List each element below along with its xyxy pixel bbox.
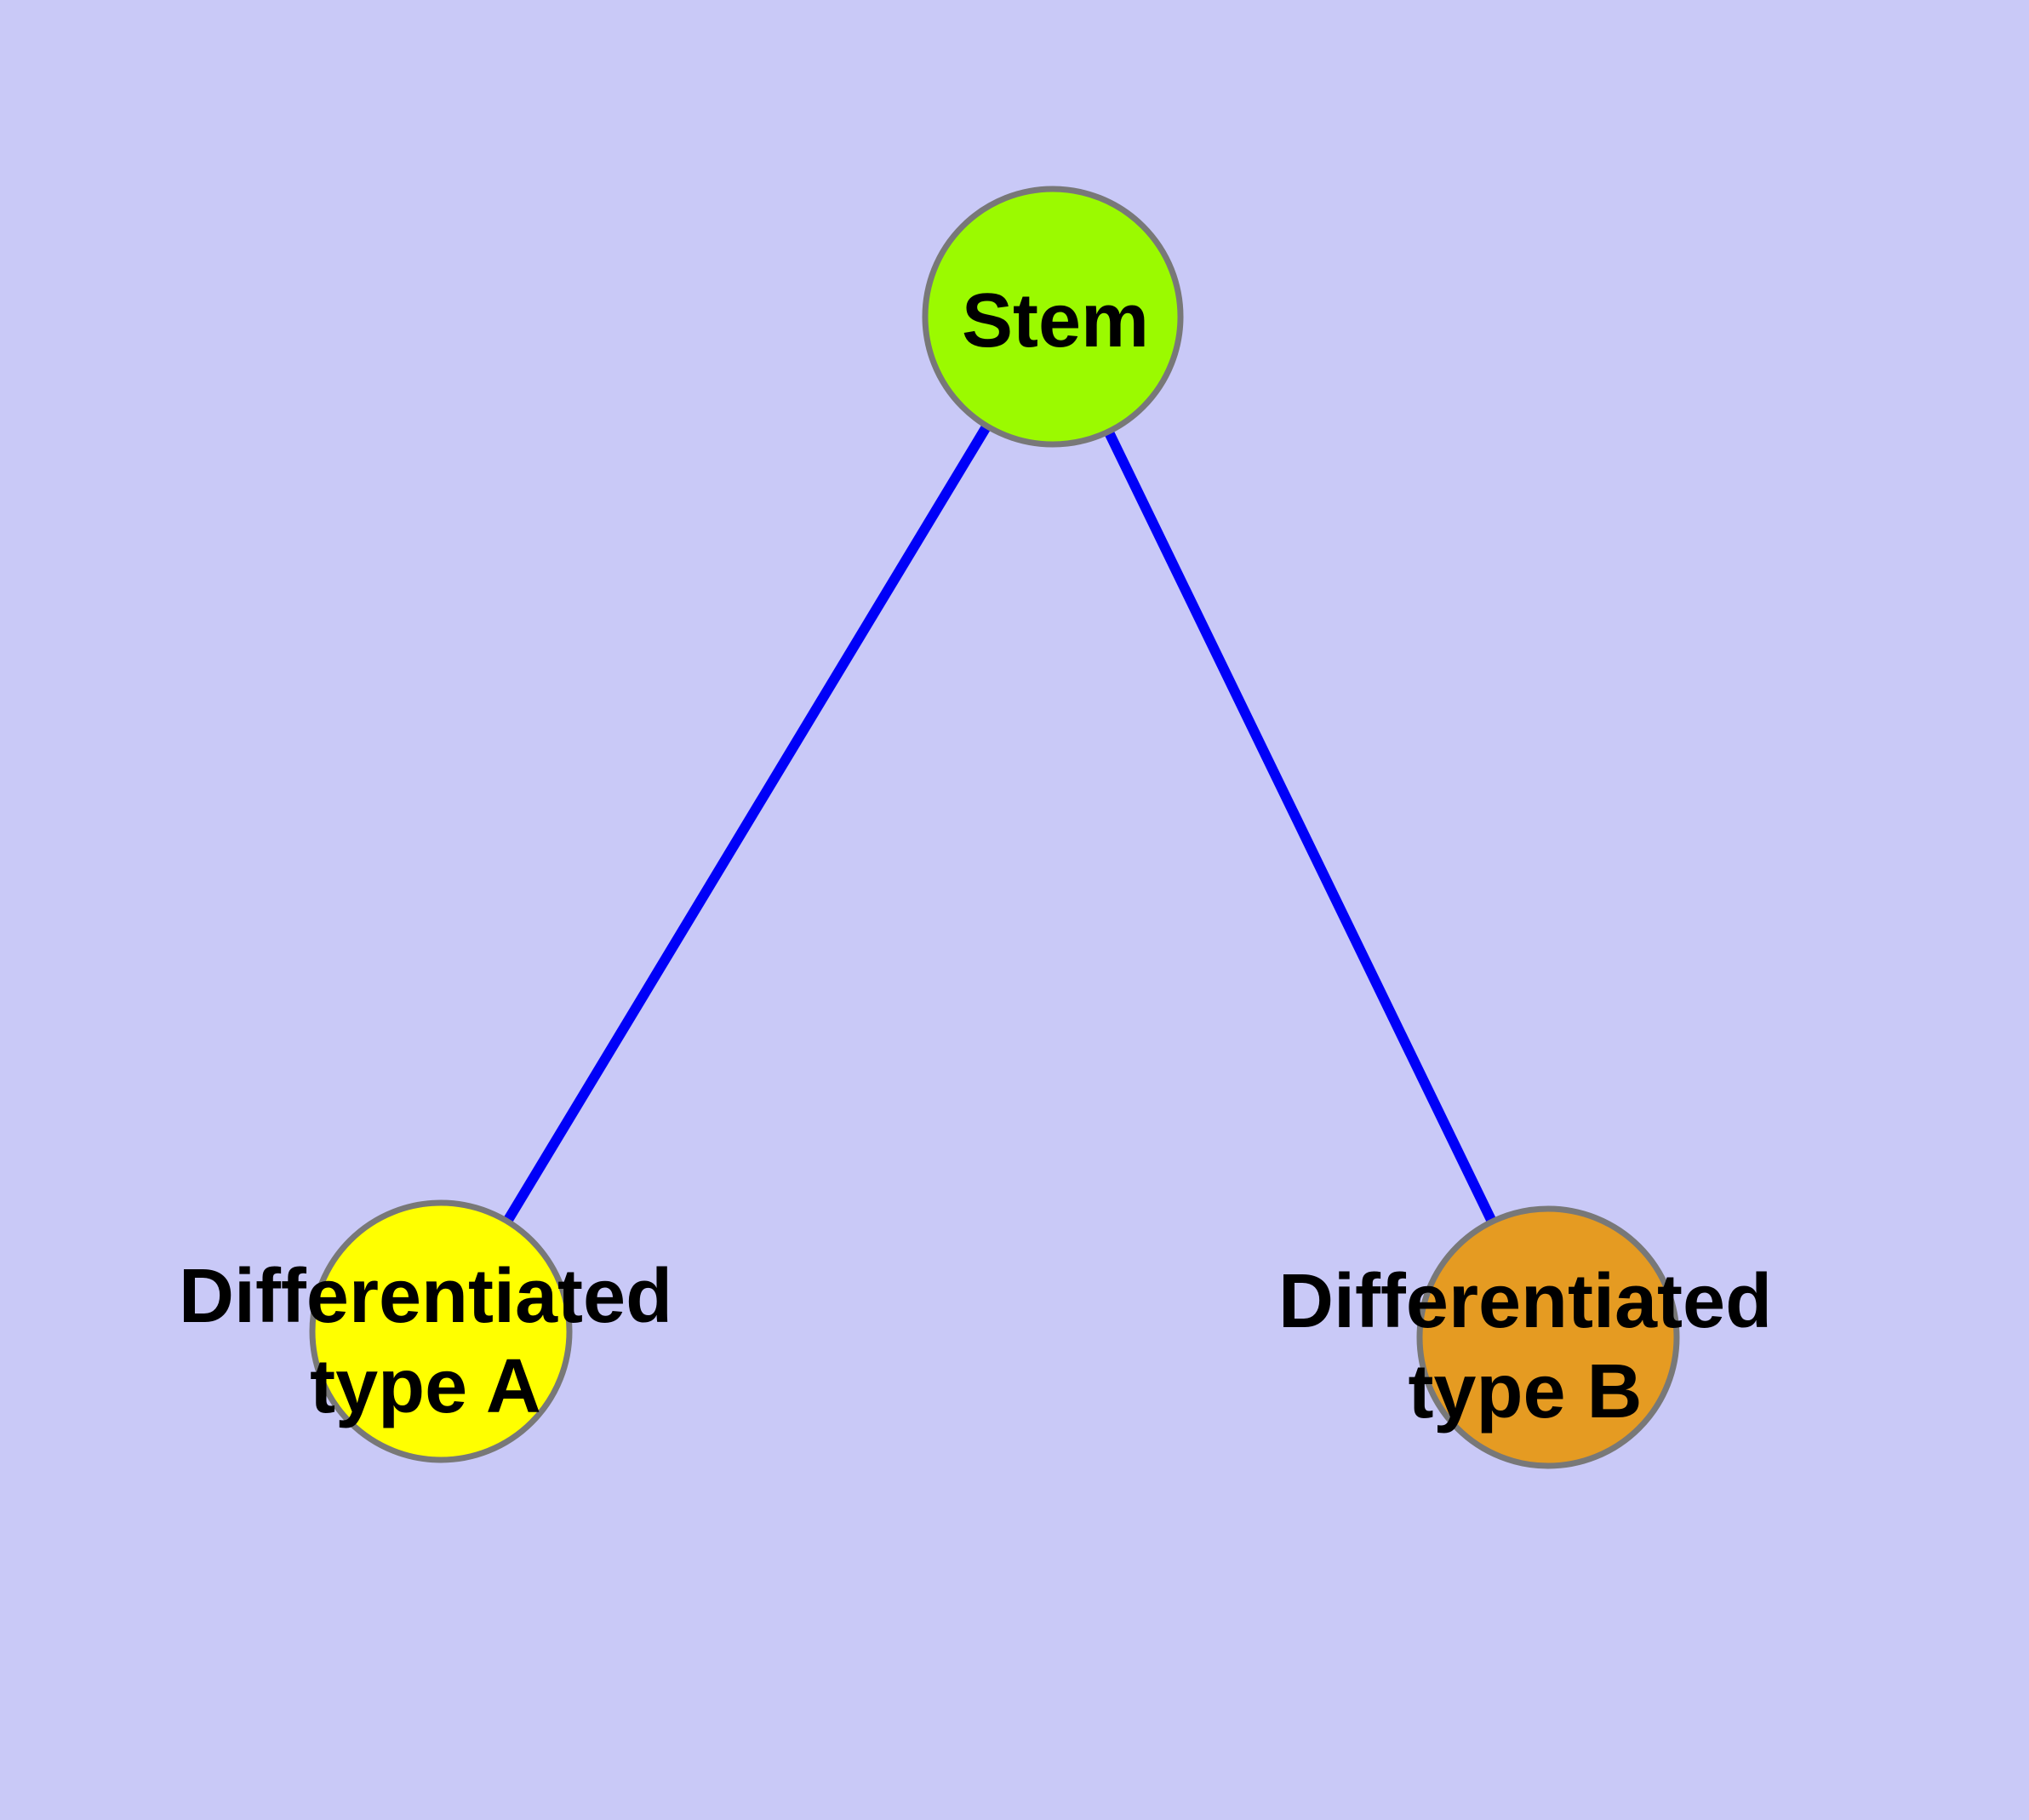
node-circle-differentiated-type-a bbox=[309, 1199, 573, 1463]
node-circle-differentiated-type-b bbox=[1416, 1205, 1680, 1469]
edge-stem-to-differentiated-type-b bbox=[1048, 314, 1553, 1340]
edge-stem-to-differentiated-type-a bbox=[436, 313, 1058, 1335]
node-circle-stem bbox=[922, 186, 1184, 448]
